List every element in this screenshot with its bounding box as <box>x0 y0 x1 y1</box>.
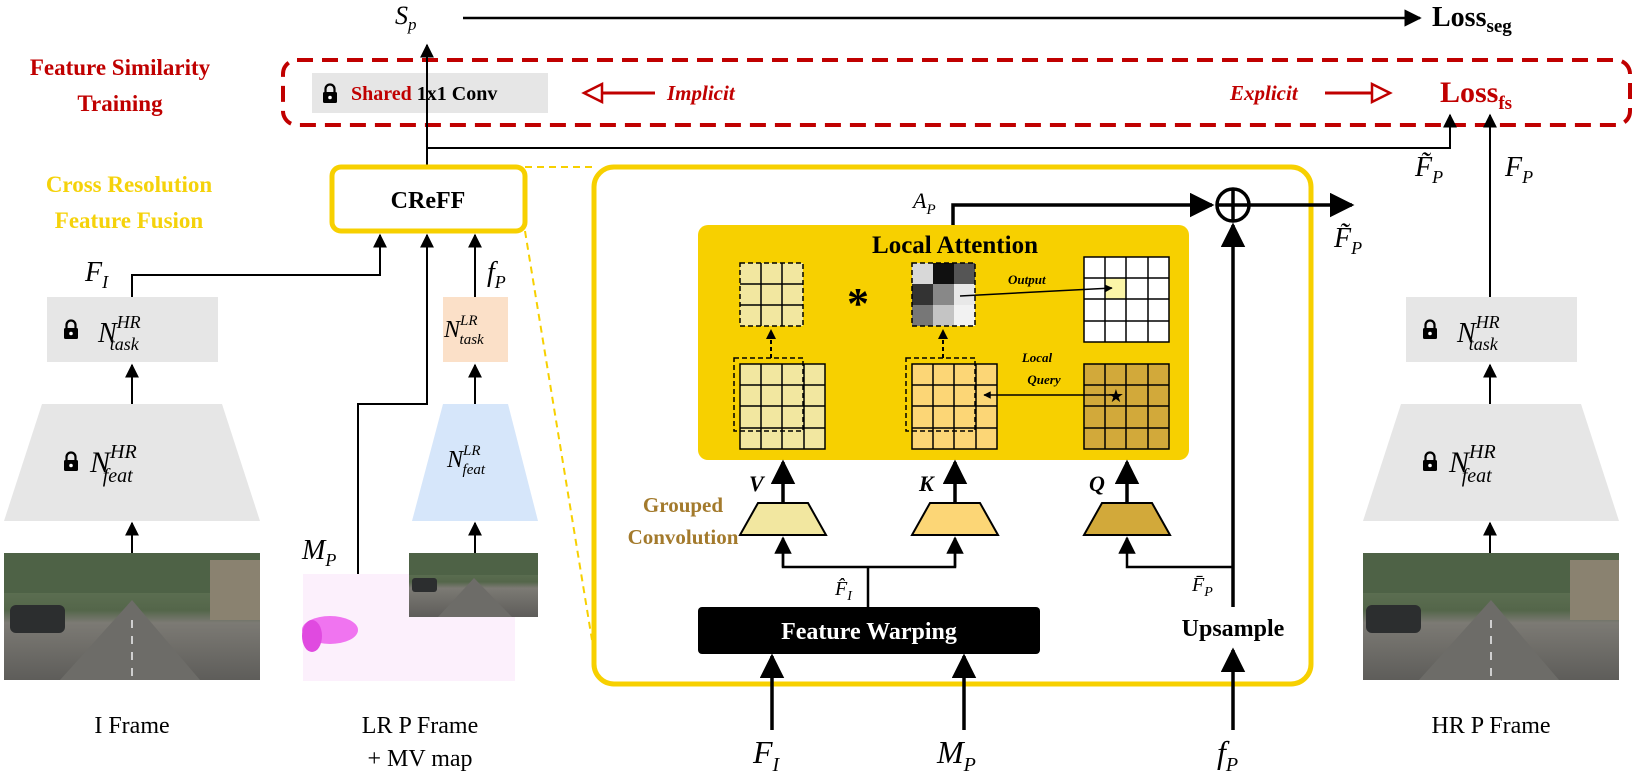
i-frame-image <box>4 553 260 680</box>
fhat-label: F̂I <box>834 577 853 604</box>
crff-label-line1: Cross Resolution <box>46 172 213 197</box>
hr-frame-caption: HR P Frame <box>1431 713 1550 739</box>
crff-label-line2: Feature Fusion <box>55 208 204 233</box>
svg-text:fP: fP <box>1217 734 1238 776</box>
output-ftilde-label: F̃P <box>1333 223 1362 258</box>
loss-fs-label: Lossfs <box>1440 76 1512 114</box>
fp-right-label: FP <box>1504 152 1533 187</box>
svg-text:FP: FP <box>1504 152 1533 187</box>
v-window-grid <box>739 262 804 327</box>
fbar-to-q-arrow <box>1118 536 1233 569</box>
mp-label: MP <box>301 535 336 570</box>
fst-label-line1: Feature Similarity <box>30 55 211 80</box>
svg-text:F̃P: F̃P <box>1414 152 1443 187</box>
fi-to-creff-arrow <box>131 233 387 297</box>
svg-text:MP: MP <box>936 734 976 776</box>
hr-frame-image <box>1363 553 1619 680</box>
ap-to-plus-arrow <box>951 192 1215 225</box>
svg-text:Lossfs: Lossfs <box>1440 76 1512 114</box>
mp-to-creff-arrow <box>357 233 434 574</box>
in-mp-label: MP <box>936 734 976 776</box>
i-frame-caption: I Frame <box>94 713 169 739</box>
in-fi-label: FI <box>752 734 781 776</box>
q-label: Q <box>1089 471 1105 496</box>
lr-frame-image <box>409 553 538 617</box>
left-feat-trapezoid <box>4 404 260 521</box>
fst-label-line2: Training <box>77 91 163 116</box>
output-grid <box>1083 256 1170 343</box>
v-label: V <box>749 471 766 496</box>
shared-conv-box <box>312 73 548 113</box>
weights-to-output-arrow <box>959 284 1113 297</box>
svg-text:AP: AP <box>911 188 936 218</box>
shared-conv-label: Shared 1x1 Conv <box>351 83 497 105</box>
upsample-label: Upsample <box>1182 616 1285 642</box>
creff-to-lossfs-arrow <box>427 113 1457 149</box>
feature-warping-label: Feature Warping <box>781 619 957 645</box>
svg-text:F̃P: F̃P <box>1333 223 1362 258</box>
implicit-label: Implicit <box>666 81 736 105</box>
right-feat-trapezoid <box>1363 404 1619 521</box>
ftilde-label: F̃P <box>1414 152 1443 187</box>
loss-seg-label: Lossseg <box>1432 2 1512 37</box>
local-query-label-2: Query <box>1027 372 1060 387</box>
creff-label: CReFF <box>391 188 466 214</box>
implicit-arrowhead <box>581 81 604 105</box>
feature-warping-box <box>698 607 1040 654</box>
creff-box <box>329 164 528 234</box>
grouped-conv-line1: Grouped <box>643 493 723 517</box>
q-grid <box>1083 363 1170 450</box>
lr-frame-caption-2: + MV map <box>367 746 472 772</box>
fbar-label: F̄P <box>1191 574 1213 600</box>
k-conv-trapezoid <box>910 502 1000 536</box>
attention-weights-grid <box>911 262 976 327</box>
convolution-star: * <box>847 279 869 328</box>
lr-task-box <box>443 297 508 362</box>
svg-text:F̂I: F̂I <box>834 577 853 604</box>
svg-text:F̄P: F̄P <box>1191 574 1213 600</box>
svg-text:MP: MP <box>301 535 336 570</box>
in-fp-label: fP <box>1217 734 1238 776</box>
plus-icon <box>1215 187 1251 223</box>
query-star-icon: ★ <box>1108 386 1124 407</box>
svg-text:Sp: Sp <box>395 1 417 34</box>
grouped-conv-line2: Convolution <box>628 525 739 549</box>
explicit-label: Explicit <box>1229 81 1299 105</box>
lr-feat-trapezoid <box>412 404 538 521</box>
local-attention-label: Local Attention <box>872 232 1038 259</box>
svg-text:Lossseg: Lossseg <box>1432 2 1512 37</box>
zoom-line-bottom <box>524 230 593 641</box>
output-label: Output <box>1008 272 1046 287</box>
v-conv-trapezoid <box>738 502 828 536</box>
svg-text:fP: fP <box>487 257 506 292</box>
svg-text:FI: FI <box>84 257 109 292</box>
explicit-arrowhead <box>1370 81 1393 105</box>
k-grid <box>905 357 998 450</box>
fi-label: FI <box>84 257 109 292</box>
v-grid <box>733 357 826 450</box>
q-conv-trapezoid <box>1082 502 1172 536</box>
svg-text:FI: FI <box>752 734 781 776</box>
feature-similarity-box <box>281 58 1632 127</box>
sp-output: Sp <box>395 1 417 34</box>
ap-label: AP <box>911 188 936 218</box>
lr-frame-caption-1: LR P Frame <box>362 713 478 739</box>
fp-small-label: fP <box>487 257 506 292</box>
local-query-label-1: Local <box>1021 350 1053 365</box>
k-label: K <box>918 471 935 496</box>
